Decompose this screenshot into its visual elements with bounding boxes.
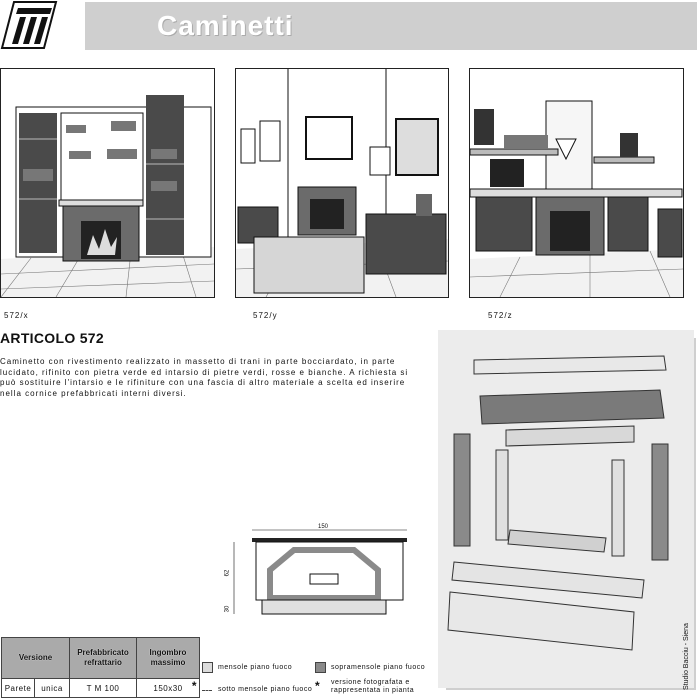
article-description: Caminetto con rivestimento realizzato in…	[0, 357, 409, 398]
spec-table: Versione Prefabbricato refrattario Ingom…	[1, 637, 200, 698]
legend-symbol: *	[315, 679, 320, 693]
legend-swatch	[202, 662, 213, 673]
table-cell: 150x30 *	[136, 678, 200, 698]
height-dimension: 62	[224, 569, 231, 577]
table-cell-value: 150x30	[153, 683, 183, 693]
table-row: Parete unica T M 100 150x30 *	[1, 678, 200, 698]
page-title: Caminetti	[157, 10, 294, 41]
legend-label: sotto mensole piano fuoco	[218, 686, 313, 693]
legend-swatch	[315, 662, 326, 673]
legend-swatch	[202, 690, 212, 691]
width-dimension: 150	[318, 524, 329, 530]
table-header: Prefabbricato refrattario	[69, 637, 137, 679]
legend-label: versione fotografata e rappresentata in …	[331, 679, 415, 694]
table-cell: unica	[34, 678, 70, 698]
studio-credit: Studio Bacciu - Siena	[683, 623, 690, 690]
table-cell: T M 100	[69, 678, 137, 698]
legend-label: sopramensole piano fuoco	[331, 664, 426, 671]
article-title: ARTICOLO 572	[0, 330, 104, 346]
depth-dimension: 30	[224, 605, 231, 613]
illustration-572y	[235, 68, 449, 298]
plan-drawing	[222, 520, 422, 625]
illustration-572x	[0, 68, 215, 298]
photo-caption: 572/z	[488, 311, 513, 320]
illustration-572z	[469, 68, 684, 298]
photo-caption: 572/x	[4, 311, 29, 320]
photographed-version-mark: *	[191, 679, 197, 693]
photo-caption: 572/y	[253, 311, 278, 320]
table-header: Versione	[1, 637, 70, 679]
table-cell: Parete	[1, 678, 35, 698]
table-header: Ingombro massimo	[136, 637, 200, 679]
title-band: Caminetti	[85, 2, 697, 50]
legend-label: mensole piano fuoco	[218, 664, 293, 671]
parts-panel	[438, 330, 694, 688]
company-logo	[0, 0, 58, 50]
